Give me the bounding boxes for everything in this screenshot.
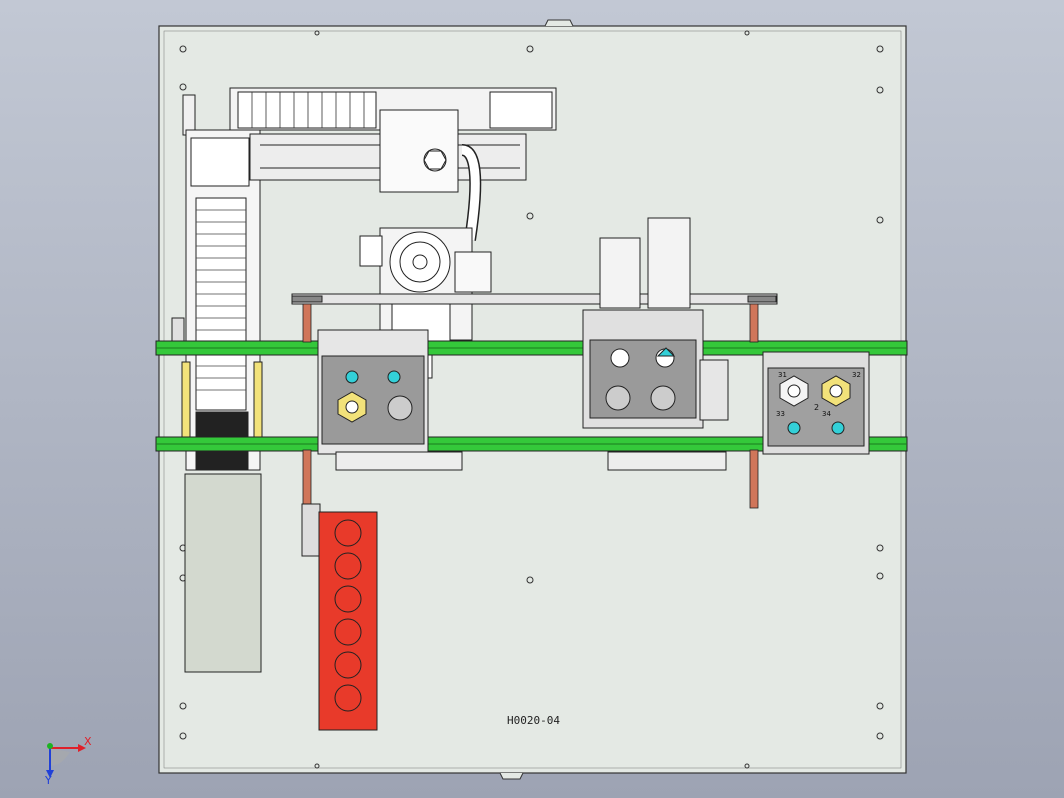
guide-rods	[302, 303, 759, 509]
mounting-holes	[179, 30, 884, 769]
rotary-head	[359, 227, 492, 379]
y-axis-label: Y	[44, 774, 52, 787]
drawing-code: H0020-04	[507, 714, 560, 727]
fixture-station-left	[317, 329, 463, 471]
vertical-feeder	[171, 94, 263, 673]
fixture-label-31: 31	[778, 371, 787, 379]
fixture-label-33: 33	[776, 410, 785, 418]
fixture-label-34: 34	[822, 410, 831, 418]
center-station	[582, 217, 729, 471]
red-magazine	[301, 503, 378, 731]
x-axis-label: X	[84, 735, 92, 748]
fixture-station-right: 31 32 33 34 2	[762, 351, 870, 455]
top-linear-module	[229, 87, 557, 241]
fixture-label-32: 32	[852, 371, 861, 379]
coordinate-triad[interactable]: X Y	[44, 735, 92, 787]
fixture-label-2: 2	[814, 403, 819, 412]
